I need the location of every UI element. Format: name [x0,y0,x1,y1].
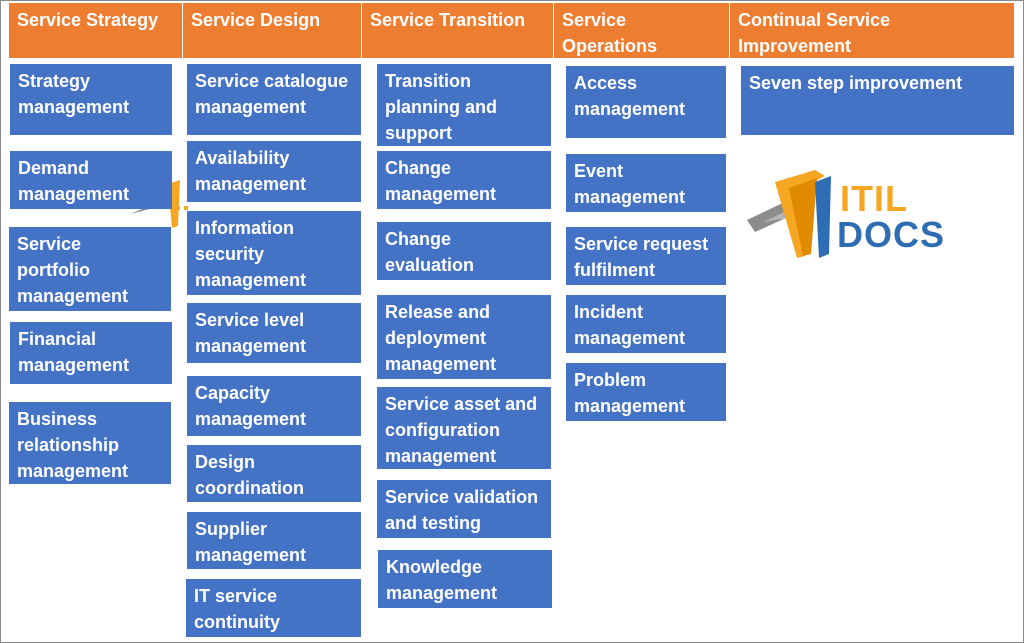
box-knowledge-management: Knowledge management [378,550,552,608]
box-availability-management: Availability management [187,141,361,202]
box-service-portfolio-management: Service portfolio management [9,227,171,311]
header-service-transition: Service Transition [362,3,553,58]
box-service-catalogue-management: Service catalogue management [187,64,361,135]
box-capacity-management: Capacity management [187,376,361,436]
box-supplier-management: Supplier management [187,512,361,569]
itil-docs-logo: ITIL DOCS [745,162,944,262]
box-strategy-management: Strategy management [10,64,172,135]
box-service-validation-and-testing: Service validation and testing [377,480,551,538]
box-release-and-deployment-management: Release and deployment management [377,295,551,379]
box-service-asset-and-configuration-management: Service asset and configuration manageme… [377,387,551,469]
header-service-operations: Service Operations [554,3,729,58]
logo-text-itil: ITIL [840,178,908,219]
box-access-management: Access management [566,66,726,138]
box-service-request-fulfilment: Service request fulfilment [566,227,726,285]
box-business-relationship-management: Business relationship management [9,402,171,484]
box-design-coordination: Design coordination [187,445,361,502]
box-problem-management: Problem management [566,363,726,421]
box-seven-step-improvement: Seven step improvement [741,66,1014,135]
header-continual-service-improvement: Continual Service Improvement [730,3,1014,58]
box-change-management: Change management [377,151,551,209]
logo-pages-icon [747,170,831,258]
box-financial-management: Financial management [10,322,172,384]
header-service-design: Service Design [183,3,361,58]
box-event-management: Event management [566,154,726,212]
box-incident-management: Incident management [566,295,726,353]
header-service-strategy: Service Strategy [9,3,182,58]
box-information-security-management: Information security management [187,211,361,295]
logo-text-docs: DOCS [837,214,946,255]
box-it-service-continuity: IT service continuity [186,579,361,637]
box-demand-management: Demand management [10,151,172,209]
box-change-evaluation: Change evaluation [377,222,551,280]
box-service-level-management: Service level management [187,303,361,363]
box-transition-planning-and-support: Transition planning and support [377,64,551,146]
